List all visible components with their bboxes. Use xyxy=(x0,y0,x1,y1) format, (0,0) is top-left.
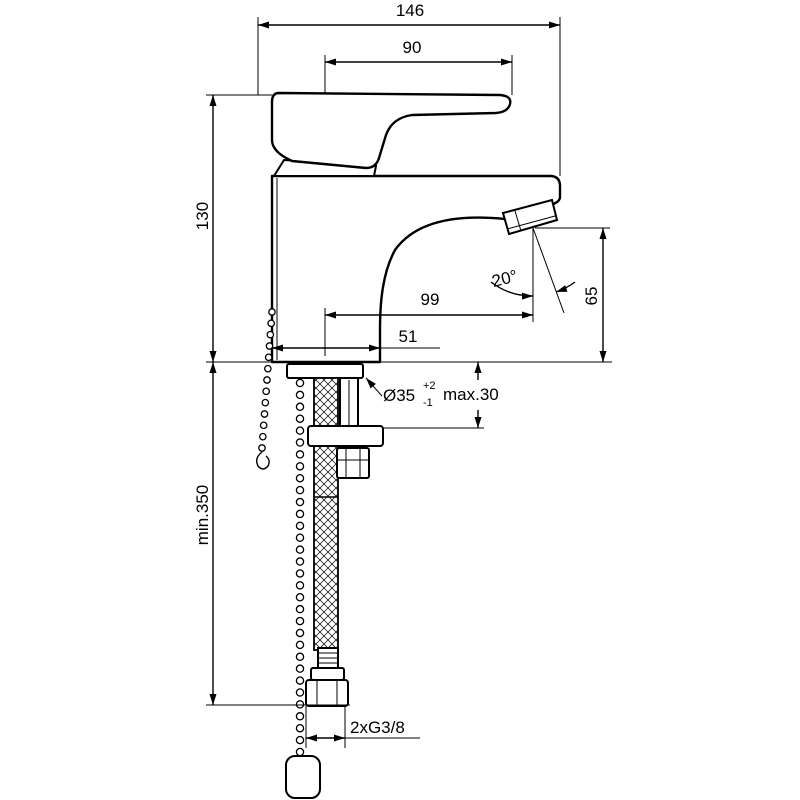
chain-bead xyxy=(268,308,276,316)
chain-bead xyxy=(295,593,305,602)
connection-thread-label: 2xG3/8 xyxy=(350,718,405,737)
chain-bead xyxy=(295,462,305,471)
chain-bead xyxy=(295,390,305,400)
chain-bead xyxy=(266,330,275,339)
base-offset-label: 51 xyxy=(399,327,418,346)
chain-hook xyxy=(255,451,270,470)
chain-bead xyxy=(295,664,305,673)
chain-bead xyxy=(295,485,305,495)
chain-bead xyxy=(295,747,305,757)
spout-reach-label: 99 xyxy=(421,290,440,309)
chain-bead xyxy=(295,712,305,721)
chain-bead xyxy=(295,402,305,412)
chain-bead xyxy=(295,723,305,733)
fixing-nut xyxy=(336,447,370,479)
deck-thickness-label: max.30 xyxy=(443,385,499,404)
dimension-spout-angle: 20° xyxy=(490,227,576,322)
overall-width-label: 146 xyxy=(396,1,424,20)
hose-left xyxy=(313,377,339,651)
fixing-bracket xyxy=(307,425,384,447)
aerator xyxy=(501,198,559,236)
chain-bead xyxy=(258,432,267,441)
chain-bead xyxy=(261,398,270,407)
dimension-overall-height: 130 xyxy=(193,94,612,363)
chain-bead xyxy=(265,342,274,350)
hole-tolerance-upper: +2 xyxy=(423,380,436,392)
chain-bead xyxy=(262,387,271,396)
chain-bead xyxy=(295,497,305,507)
overall-height-label: 130 xyxy=(193,202,212,230)
dimension-handle-reach: 90 xyxy=(324,38,513,95)
chain-bead xyxy=(295,426,305,435)
chain-bead xyxy=(295,414,305,423)
chain-bead xyxy=(295,616,305,626)
handle-reach-label: 90 xyxy=(403,38,422,57)
chain-bead xyxy=(295,450,305,459)
lever-handle xyxy=(270,91,512,170)
chain-bead xyxy=(295,652,305,662)
hose-length-label: min.350 xyxy=(193,485,212,545)
chain-bead xyxy=(295,378,305,388)
chain-bead xyxy=(263,376,271,384)
dimension-outlet-height: 65 xyxy=(535,227,610,362)
hole-tolerance-lower: -1 xyxy=(423,397,433,409)
chain-bead xyxy=(295,533,305,542)
chain-bead xyxy=(295,604,305,614)
dimension-overall-width: 146 xyxy=(257,1,561,176)
chain-bead xyxy=(264,353,273,362)
chain-bead xyxy=(259,421,268,430)
hole-diameter-label: Ø35 xyxy=(383,386,415,405)
outlet-height-label: 65 xyxy=(582,287,601,306)
chain-bead xyxy=(263,364,272,373)
hose-connector xyxy=(305,647,349,707)
dimension-hole-diameter: Ø35 +2 -1 xyxy=(365,377,436,409)
chain-left xyxy=(258,308,276,452)
chain-bead xyxy=(295,628,305,638)
dimension-deck-thickness: max.30 xyxy=(383,362,499,429)
chain-bead xyxy=(295,557,305,566)
dimension-connection-thread: 2xG3/8 xyxy=(305,706,420,748)
chain-bead xyxy=(258,444,266,452)
dimension-hose-length: min.350 xyxy=(193,362,350,706)
chain-bead xyxy=(295,473,305,483)
chain-bead xyxy=(295,569,305,578)
chain-bead xyxy=(295,676,305,685)
chain-bead xyxy=(260,410,269,418)
chain-bead xyxy=(295,640,305,650)
faucet-body xyxy=(270,91,562,364)
chain-bead xyxy=(295,509,305,519)
chain-bead xyxy=(295,581,305,590)
mounting-assembly xyxy=(286,363,384,707)
dimension-spout-reach: 99 xyxy=(324,290,533,356)
chain-bead xyxy=(267,319,276,328)
dimension-base-offset: 51 xyxy=(272,327,440,352)
spout-angle-label: 20° xyxy=(490,266,520,291)
drain-plug xyxy=(285,755,321,799)
chain-bead xyxy=(295,545,305,554)
chain-bead xyxy=(295,438,305,447)
chain-bead xyxy=(295,521,305,531)
chain-right xyxy=(295,378,305,757)
chain-bead xyxy=(295,688,305,697)
chain-bead xyxy=(295,735,305,745)
base-ring xyxy=(286,363,364,379)
chain-bead xyxy=(295,700,305,709)
